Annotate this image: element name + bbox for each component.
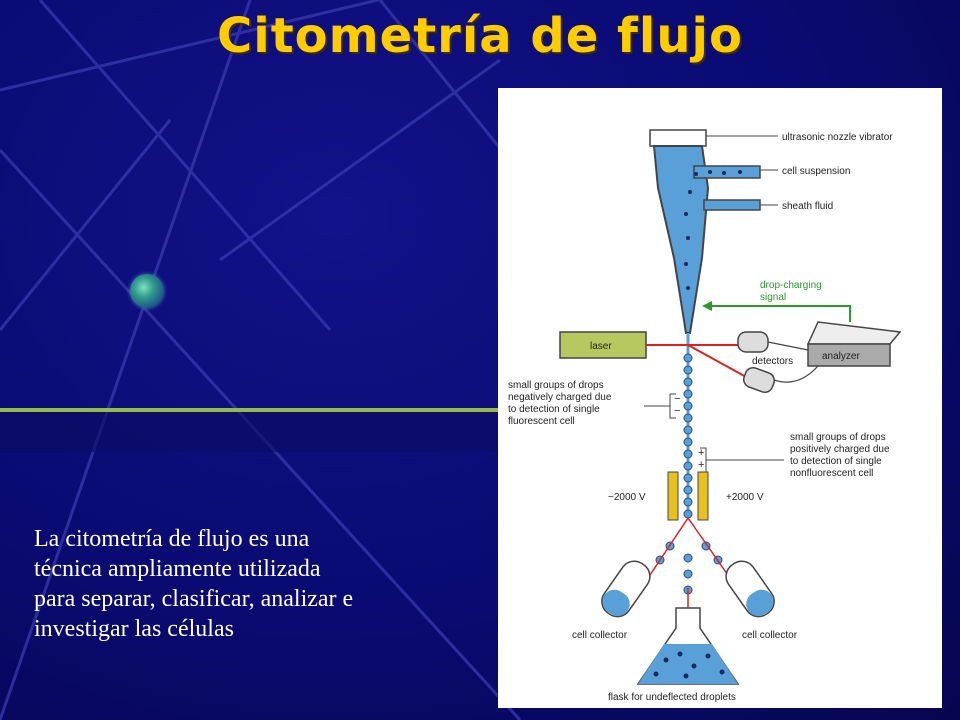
drop-charging-signal — [710, 305, 851, 322]
left-collector — [601, 560, 651, 618]
flask-cells — [653, 651, 725, 679]
laser-box — [559, 331, 647, 359]
svg-text:+: + — [698, 447, 704, 459]
analyzer-label: analyzer — [822, 351, 860, 362]
neg-label-4: fluorescent cell — [508, 416, 575, 427]
cell-suspension-label: cell suspension — [782, 166, 850, 177]
diagram-svg: laser detectors analyzer drop-charging s… — [508, 129, 902, 703]
drop-charging-label: drop-charging — [760, 280, 822, 291]
sheath-fluid-label: sheath fluid — [782, 201, 833, 212]
nozzle-vibrator — [649, 129, 707, 147]
svg-text:+: + — [698, 459, 704, 471]
sample-tube — [693, 165, 761, 179]
pos-label-4: nonfluorescent cell — [790, 468, 873, 479]
svg-text:−: − — [674, 393, 680, 405]
plus-voltage-label: +2000 V — [726, 492, 764, 503]
flask-label: flask for undeflected droplets — [608, 692, 736, 703]
body-line: técnica ampliamente utilizada — [34, 556, 321, 582]
left-deflection — [647, 517, 689, 579]
minus-voltage-label: −2000 V — [608, 492, 646, 503]
body-line: La citometría de flujo es una — [34, 526, 310, 552]
flow-cytometry-diagram: laser detectors analyzer drop-charging s… — [498, 88, 942, 708]
neg-label-2: negatively charged due — [508, 392, 612, 403]
body-line: para separar, clasificar, analizar e — [34, 586, 354, 612]
scatter-beam — [687, 344, 749, 379]
flask-fluid — [638, 644, 738, 684]
pos-label-3: to detection of single — [790, 456, 882, 467]
droplets — [655, 353, 723, 595]
neg-bracket — [644, 393, 676, 419]
detector-2 — [742, 366, 776, 394]
body-text: La citometría de flujo es una técnica am… — [34, 524, 484, 644]
right-collector — [725, 560, 775, 618]
sheath-tube — [703, 199, 761, 211]
detector-wire — [767, 341, 809, 351]
neg-label-1: small groups of drops — [508, 380, 604, 391]
analyzer-box — [806, 321, 902, 345]
pos-bracket — [700, 447, 784, 473]
detector-wire-2 — [773, 365, 819, 383]
left-collector-label: cell collector — [572, 630, 628, 641]
detector-1 — [737, 331, 769, 353]
slide-title: Citometría de flujo — [217, 8, 743, 64]
suspended-cells — [684, 170, 742, 290]
body-line: investigar las células — [34, 616, 234, 642]
ultrasonic-label: ultrasonic nozzle vibrator — [782, 132, 893, 143]
laser-label: laser — [590, 341, 612, 352]
pos-label-1: small groups of drops — [790, 432, 886, 443]
plate-positive — [697, 471, 709, 521]
right-deflection — [687, 517, 731, 579]
decorative-orb — [130, 274, 164, 308]
plate-negative — [667, 471, 679, 521]
signal-arrowhead — [702, 301, 712, 311]
detectors-label: detectors — [752, 356, 793, 367]
svg-text:−: − — [674, 405, 680, 417]
drop-charging-label-2: signal — [760, 292, 786, 303]
analyzer-front — [807, 343, 891, 367]
neg-label-3: to detection of single — [508, 404, 600, 415]
pos-label-2: positively charged due — [790, 444, 890, 455]
right-collector-label: cell collector — [742, 630, 798, 641]
